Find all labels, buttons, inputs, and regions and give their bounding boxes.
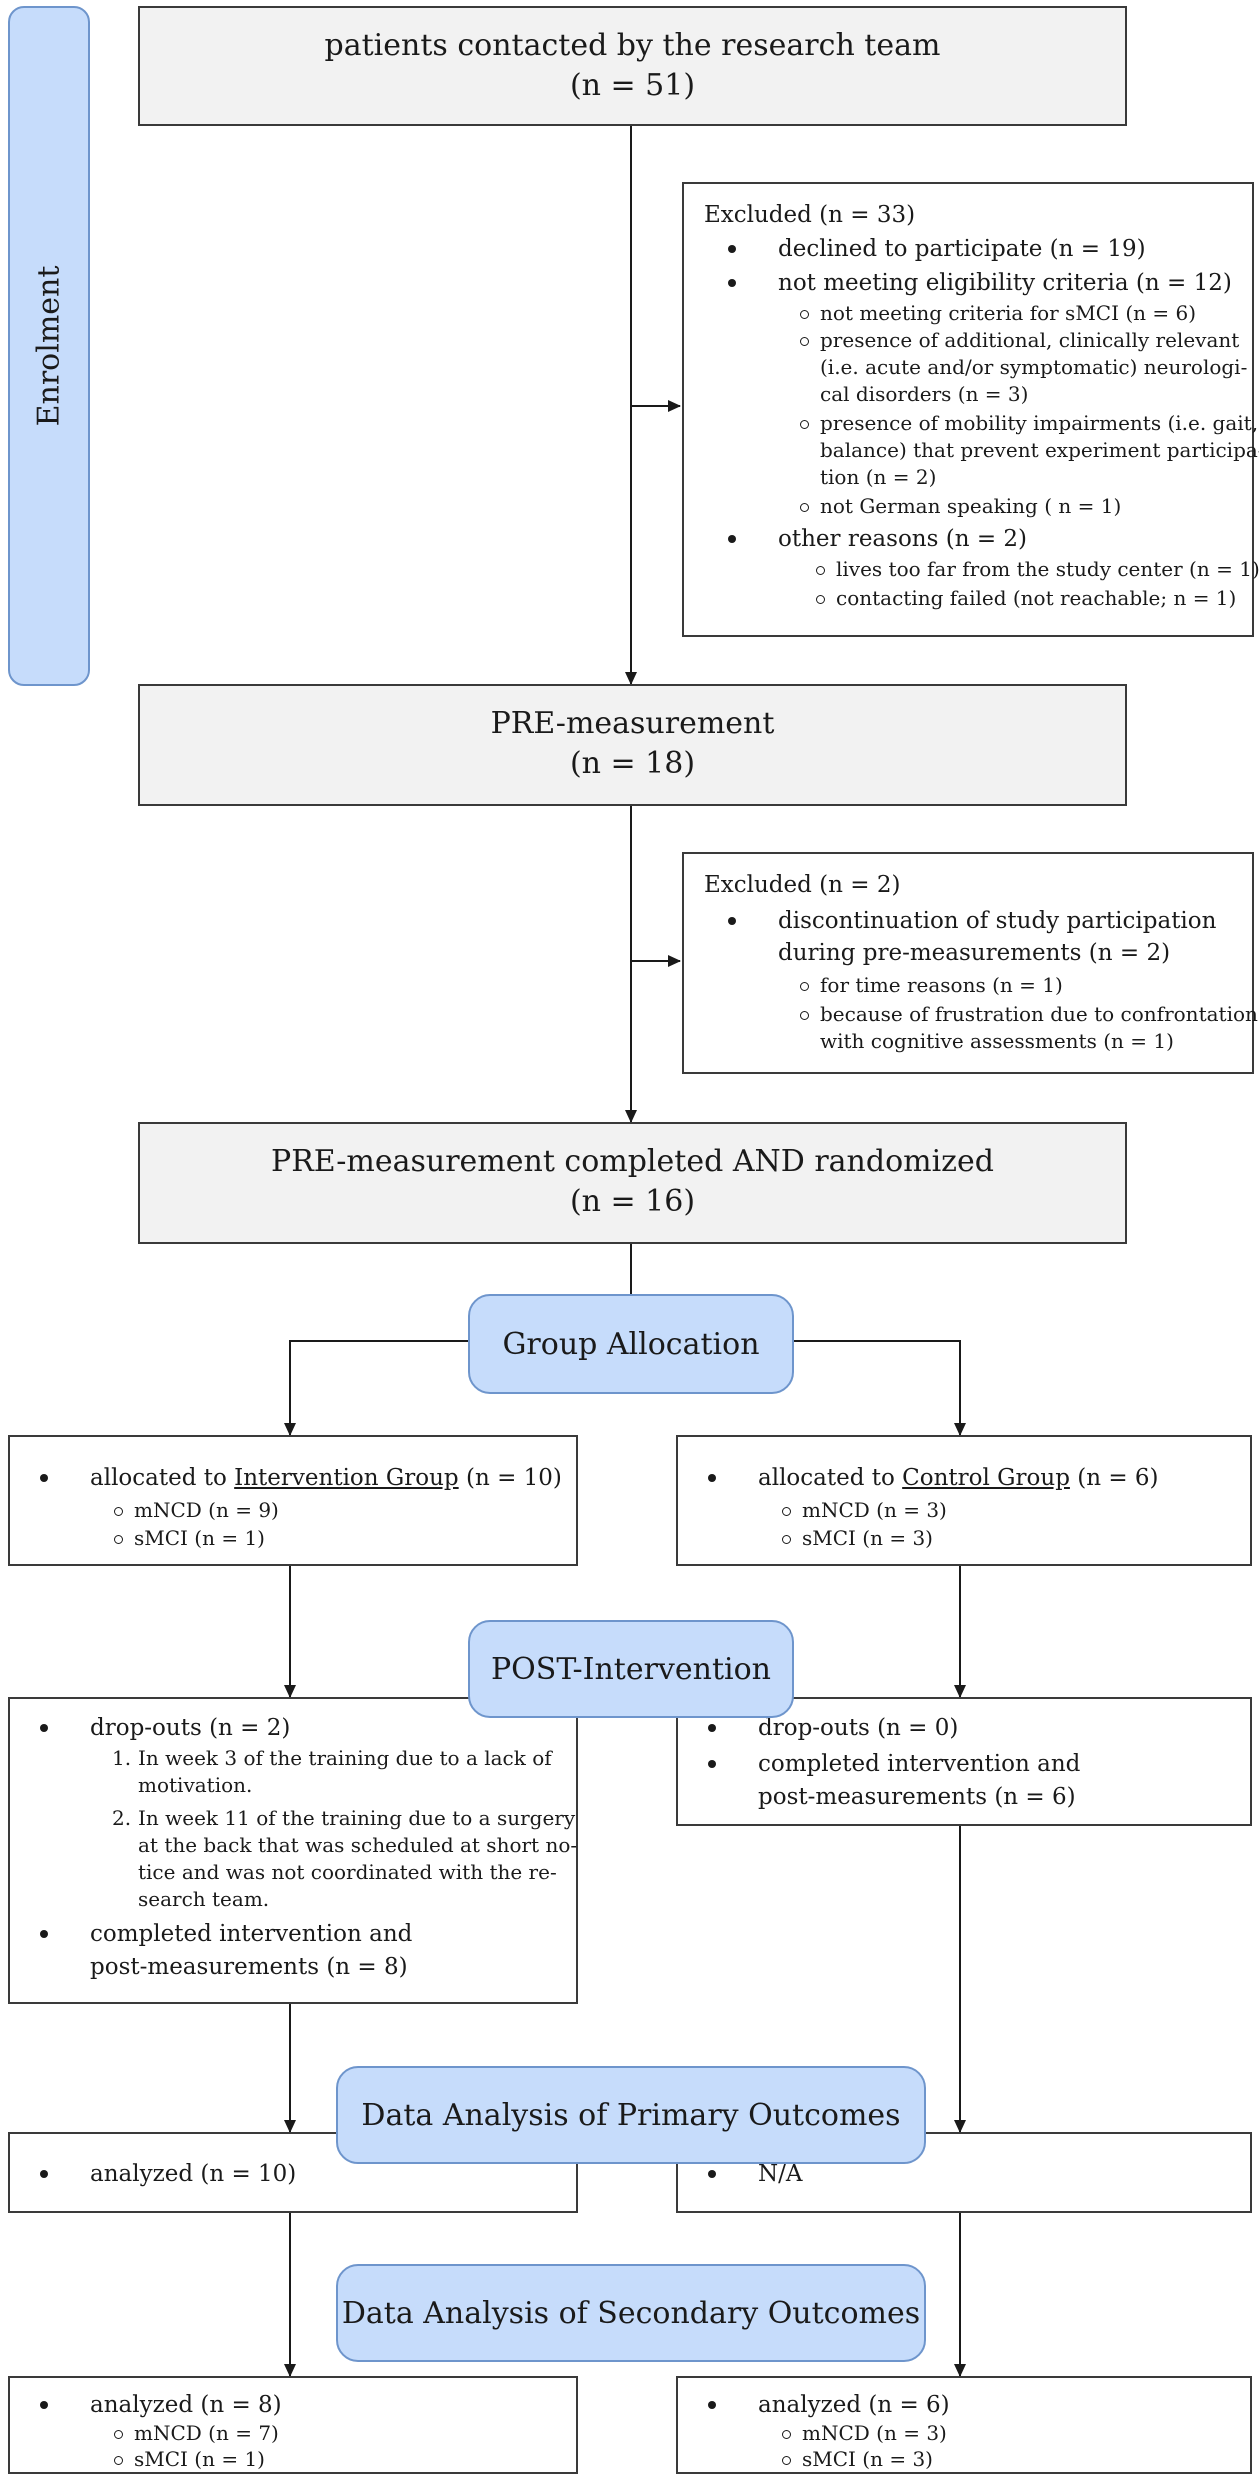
excluded-1-declined: declined to participate (n = 19) bbox=[728, 236, 1146, 262]
intervention-dropout-2-line-c: tice and was not coordinated with the re… bbox=[138, 1860, 557, 1884]
contacted-box: patients contacted by the research team … bbox=[138, 6, 1127, 126]
control-allocated-suffix: (n = 6) bbox=[1069, 1465, 1159, 1491]
excluded-1-sub-neuro-1: presence of additional, clinically relev… bbox=[799, 328, 1240, 352]
excluded-box-2: Excluded (n = 2) discontinuation of stud… bbox=[682, 852, 1258, 1074]
excluded-1-title: Excluded (n = 33) bbox=[704, 202, 916, 228]
arrow-allocation-left bbox=[284, 1340, 470, 1436]
intervention-dropout-2-number: 2. bbox=[112, 1806, 132, 1830]
excluded-1-sub-neuro-3: cal disorders (n = 3) bbox=[820, 382, 1029, 406]
excluded-box-1: Excluded (n = 33) declined to participat… bbox=[682, 182, 1259, 637]
control-alloc-mncd: mNCD (n = 3) bbox=[782, 1498, 947, 1522]
intervention-allocated-suffix: (n = 10) bbox=[458, 1465, 562, 1491]
intervention-secondary-mncd: mNCD (n = 7) bbox=[114, 2421, 279, 2445]
excluded-1-sub-mob-1: presence of mobility impairments (i.e. g… bbox=[799, 411, 1259, 435]
intervention-allocated-prefix: allocated to bbox=[90, 1465, 235, 1491]
randomized-title: PRE-measurement completed AND randomized bbox=[271, 1144, 994, 1179]
control-completed-1: completed intervention and bbox=[707, 1751, 1081, 1777]
excluded-2-disc-1: discontinuation of study participation bbox=[727, 908, 1217, 934]
stage-post-intervention: POST-Intervention bbox=[468, 1620, 794, 1718]
excluded-1-sub-mob-2: balance) that prevent experiment partici… bbox=[820, 438, 1259, 462]
control-secondary-mncd: mNCD (n = 3) bbox=[782, 2421, 947, 2445]
control-allocated: allocated to Control Group (n = 6) bbox=[708, 1463, 1159, 1493]
intervention-post-box: drop-outs (n = 2) 1. In week 3 of the tr… bbox=[8, 1697, 578, 2004]
enrolment-label: Enrolment bbox=[8, 6, 90, 686]
pre-measurement-count: (n = 18) bbox=[569, 746, 696, 781]
intervention-dropout-2-line-b: at the back that was scheduled at short … bbox=[138, 1833, 578, 1857]
pre-measurement-box: PRE-measurement (n = 18) bbox=[138, 684, 1127, 806]
control-allocated-prefix: allocated to bbox=[758, 1465, 903, 1491]
excluded-1-not-meeting: not meeting eligibility criteria (n = 12… bbox=[728, 270, 1232, 296]
enrolment-label-text: Enrolment bbox=[31, 265, 67, 427]
control-allocation-box: allocated to Control Group (n = 6) mNCD … bbox=[676, 1435, 1252, 1566]
intervention-allocation-box: allocated to Intervention Group (n = 10)… bbox=[8, 1435, 578, 1566]
control-primary-na: N/A bbox=[707, 2161, 803, 2187]
intervention-completed-1: completed intervention and bbox=[39, 1921, 413, 1947]
intervention-group-name: Intervention Group bbox=[234, 1465, 459, 1491]
intervention-primary-analyzed: analyzed (n = 10) bbox=[39, 2161, 297, 2187]
excluded-1-sub-smci: not meeting criteria for sMCI (n = 6) bbox=[799, 301, 1197, 325]
pre-measurement-title: PRE-measurement bbox=[490, 706, 775, 741]
excluded-1-sub-failed: contacting failed (not reachable; n = 1) bbox=[815, 586, 1237, 610]
intervention-secondary-smci: sMCI (n = 1) bbox=[114, 2447, 265, 2471]
excluded-2-title: Excluded (n = 2) bbox=[704, 872, 901, 898]
intervention-dropouts: drop-outs (n = 2) bbox=[39, 1715, 291, 1741]
control-secondary-smci: sMCI (n = 3) bbox=[782, 2447, 933, 2471]
intervention-dropout-2-line-d: search team. bbox=[138, 1887, 270, 1911]
stage-primary-outcomes: Data Analysis of Primary Outcomes bbox=[336, 2066, 926, 2164]
stage-group-allocation: Group Allocation bbox=[468, 1294, 794, 1394]
intervention-completed-2: post-measurements (n = 8) bbox=[90, 1954, 408, 1980]
control-completed-2: post-measurements (n = 6) bbox=[758, 1784, 1076, 1810]
intervention-secondary-analyzed: analyzed (n = 8) bbox=[40, 2392, 282, 2418]
excluded-2-disc-2: during pre-measurements (n = 2) bbox=[778, 940, 1171, 966]
control-group-name: Control Group bbox=[902, 1465, 1070, 1491]
control-alloc-smci: sMCI (n = 3) bbox=[782, 1526, 933, 1550]
excluded-2-sub-time: for time reasons (n = 1) bbox=[800, 973, 1063, 997]
intervention-dropout-1-line-a: In week 3 of the training due to a lack … bbox=[138, 1746, 552, 1770]
randomized-box: PRE-measurement completed AND randomized… bbox=[138, 1122, 1127, 1244]
intervention-allocated: allocated to Intervention Group (n = 10) bbox=[40, 1463, 562, 1493]
contacted-title: patients contacted by the research team bbox=[324, 28, 941, 63]
randomized-count: (n = 16) bbox=[569, 1184, 696, 1219]
intervention-alloc-mncd: mNCD (n = 9) bbox=[114, 1498, 279, 1522]
excluded-1-other: other reasons (n = 2) bbox=[727, 526, 1028, 552]
intervention-alloc-smci: sMCI (n = 1) bbox=[114, 1526, 265, 1550]
stage-secondary-outcomes: Data Analysis of Secondary Outcomes bbox=[336, 2264, 926, 2362]
excluded-2-sub-frust-2: with cognitive assessments (n = 1) bbox=[820, 1029, 1174, 1053]
intervention-dropout-1-line-b: motivation. bbox=[138, 1773, 253, 1797]
excluded-1-sub-neuro-2: (i.e. acute and/or symptomatic) neurolog… bbox=[820, 355, 1248, 379]
intervention-dropout-2-line-a: In week 11 of the training due to a surg… bbox=[138, 1806, 576, 1830]
control-dropouts: drop-outs (n = 0) bbox=[707, 1715, 959, 1741]
contacted-count: (n = 51) bbox=[569, 68, 696, 103]
control-secondary-analyzed: analyzed (n = 6) bbox=[708, 2392, 950, 2418]
excluded-2-sub-frust-1: because of frustration due to confrontat… bbox=[800, 1002, 1258, 1026]
excluded-1-sub-mob-3: tion (n = 2) bbox=[820, 465, 937, 489]
control-post-box: drop-outs (n = 0) completed intervention… bbox=[676, 1697, 1252, 1826]
excluded-1-sub-far: lives too far from the study center (n =… bbox=[816, 557, 1259, 581]
arrow-allocation-right bbox=[792, 1340, 966, 1436]
intervention-dropout-1-number: 1. bbox=[112, 1746, 132, 1770]
excluded-1-sub-german: not German speaking ( n = 1) bbox=[799, 494, 1122, 518]
control-secondary-box: analyzed (n = 6) mNCD (n = 3) sMCI (n = … bbox=[676, 2376, 1252, 2474]
intervention-secondary-box: analyzed (n = 8) mNCD (n = 7) sMCI (n = … bbox=[8, 2376, 578, 2474]
